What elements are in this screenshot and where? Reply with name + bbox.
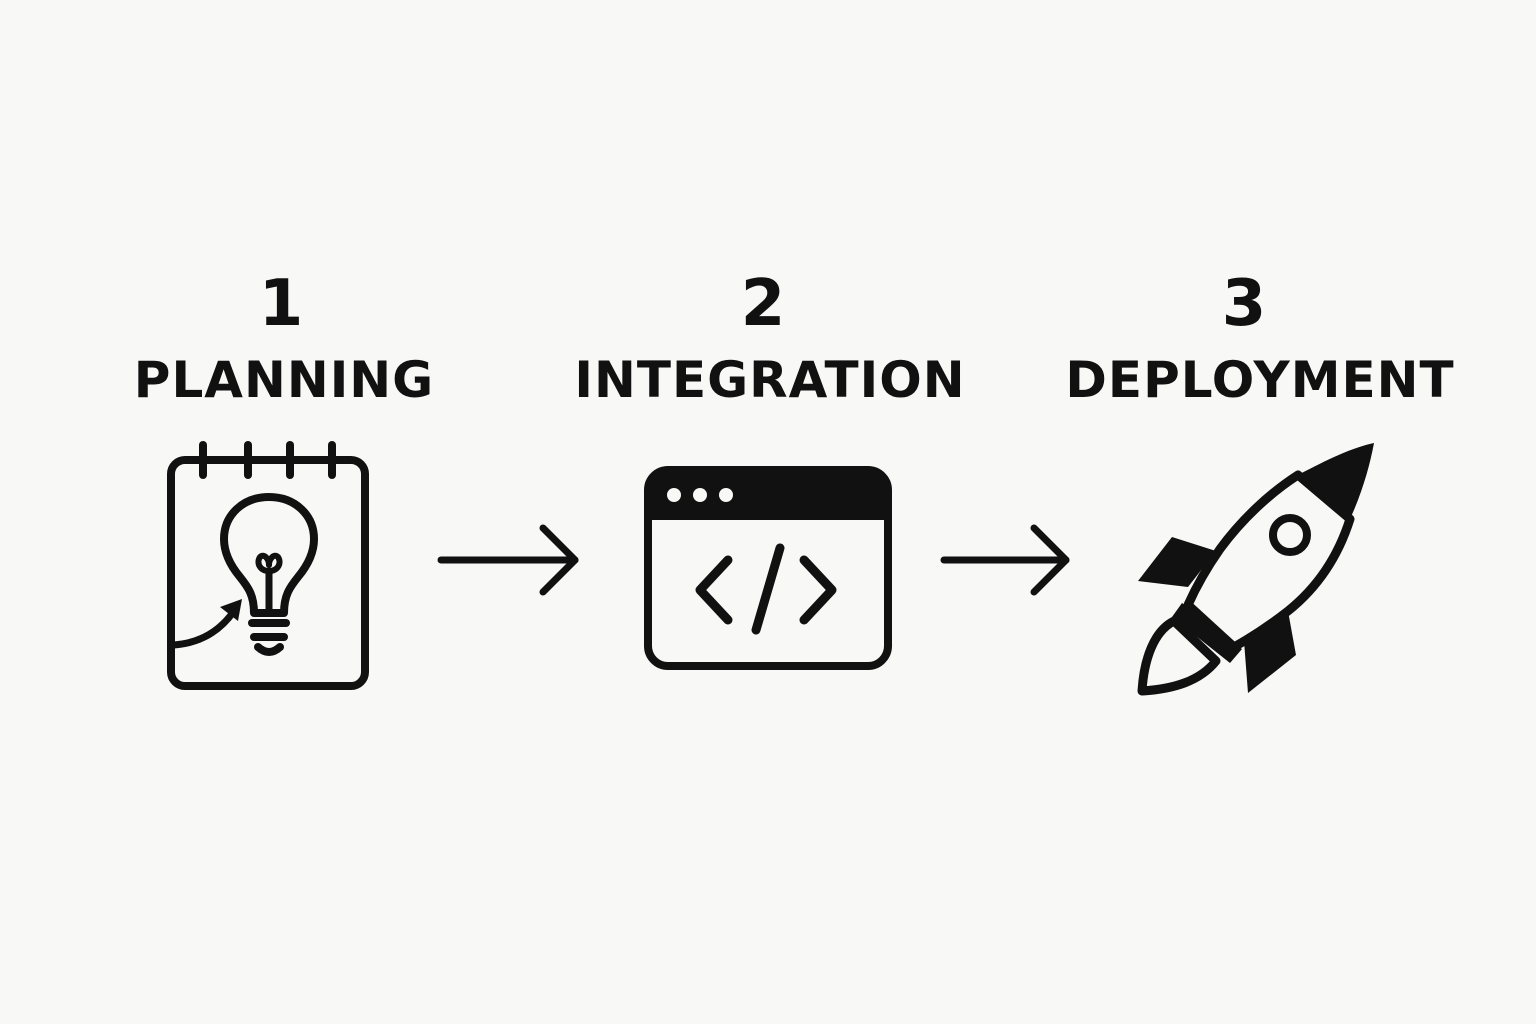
notepad-lightbulb-icon — [167, 441, 369, 690]
step-title: PLANNING — [133, 351, 435, 409]
step-title: INTEGRATION — [574, 351, 966, 409]
rocket-icon — [1137, 443, 1374, 696]
arrow-right-icon — [940, 524, 1070, 596]
browser-code-icon — [644, 466, 892, 670]
step-number: 2 — [740, 267, 786, 341]
step-number: 1 — [258, 267, 304, 341]
step-title: DEPLOYMENT — [1065, 351, 1455, 409]
arrow-right-icon — [437, 524, 579, 596]
step-number: 3 — [1221, 267, 1267, 341]
